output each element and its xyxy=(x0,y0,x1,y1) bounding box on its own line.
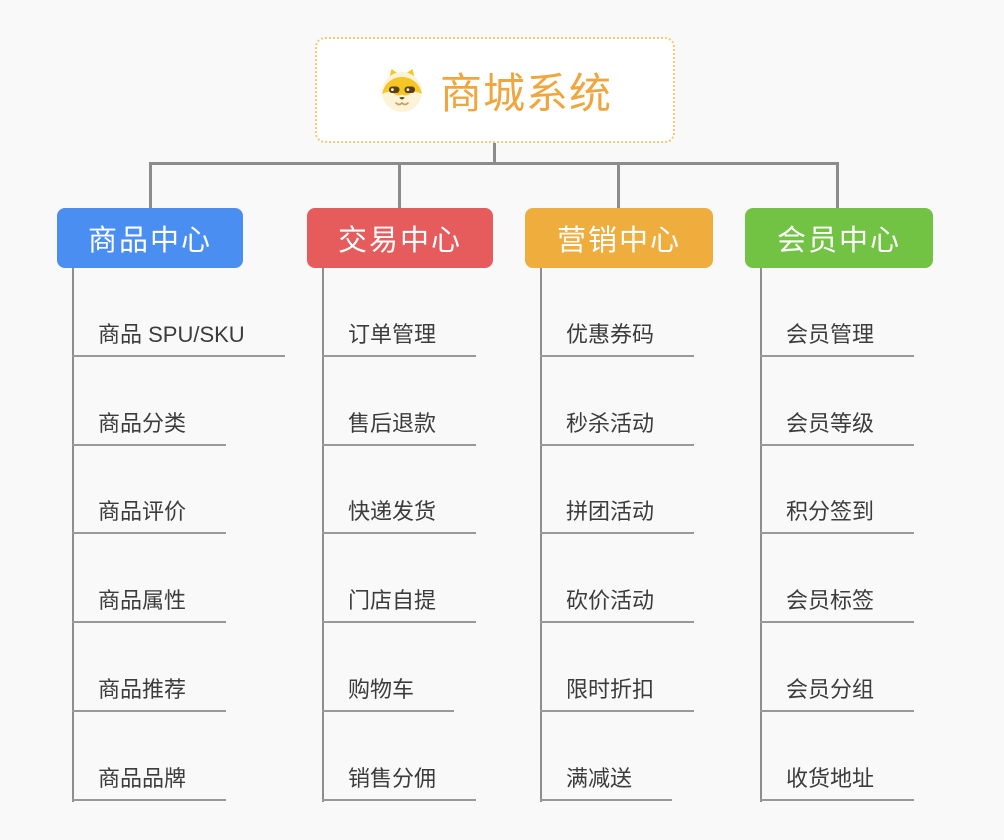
branch-box[interactable]: 商品中心 xyxy=(57,208,243,268)
mindmap-node[interactable]: 会员管理 xyxy=(760,268,915,357)
mindmap-node[interactable]: 商品评价 xyxy=(72,446,227,535)
branch-box[interactable]: 营销中心 xyxy=(525,208,713,268)
mindmap-node[interactable]: 快递发货 xyxy=(322,446,477,535)
mindmap-node[interactable]: 商品 SPU/SKU xyxy=(72,268,285,357)
branch-trunk xyxy=(322,268,324,802)
branch-trunk xyxy=(760,268,762,802)
mindmap-node[interactable]: 会员标签 xyxy=(760,534,915,624)
mindmap-node[interactable]: 销售分佣 xyxy=(322,712,477,801)
mindmap-node[interactable]: 门店自提 xyxy=(322,534,477,624)
mindmap-node[interactable]: 会员分组 xyxy=(760,623,915,712)
branch-drop xyxy=(398,162,401,209)
branch-drop xyxy=(617,162,620,209)
branch-label: 营销中心 xyxy=(556,225,681,257)
branch-label: 商品中心 xyxy=(87,225,212,257)
branch-box[interactable]: 会员中心 xyxy=(745,208,933,268)
branch-drop xyxy=(836,162,839,209)
mindmap-node[interactable]: 购物车 xyxy=(322,623,455,712)
branch-items: 会员管理会员等级积分签到会员标签会员分组收货地址 xyxy=(760,268,915,801)
mindmap-node[interactable]: 商品推荐 xyxy=(72,623,227,712)
mindmap-node[interactable]: 商品品牌 xyxy=(72,712,227,801)
mindmap-node[interactable]: 商品属性 xyxy=(72,534,227,624)
mindmap-node[interactable]: 积分签到 xyxy=(760,446,915,535)
mindmap-node[interactable]: 拼团活动 xyxy=(540,446,695,535)
mindmap-node[interactable]: 秒杀活动 xyxy=(540,357,695,446)
shiba-dog-icon xyxy=(378,66,426,114)
mindmap-node[interactable]: 订单管理 xyxy=(322,268,477,357)
mindmap-node[interactable]: 会员等级 xyxy=(760,357,915,446)
root-connector-stub xyxy=(493,142,496,163)
branch-box[interactable]: 交易中心 xyxy=(307,208,493,268)
branch-trunk xyxy=(72,268,74,802)
branch-drop xyxy=(149,162,152,209)
mindmap-node[interactable]: 砍价活动 xyxy=(540,534,695,624)
mindmap-node[interactable]: 满减送 xyxy=(540,712,673,801)
branch-rail xyxy=(149,162,839,165)
branch-label: 交易中心 xyxy=(337,225,462,257)
branch-trunk xyxy=(540,268,542,802)
root-node[interactable]: 商城系统 xyxy=(315,37,675,143)
branch-items: 订单管理售后退款快递发货门店自提购物车销售分佣 xyxy=(322,268,477,801)
mindmap-node[interactable]: 售后退款 xyxy=(322,357,477,446)
branch-items: 优惠券码秒杀活动拼团活动砍价活动限时折扣满减送 xyxy=(540,268,695,801)
root-title: 商城系统 xyxy=(439,69,612,117)
mindmap-node[interactable]: 优惠券码 xyxy=(540,268,695,357)
mindmap-node[interactable]: 收货地址 xyxy=(760,712,915,801)
branch-label: 会员中心 xyxy=(776,225,901,257)
mindmap-node[interactable]: 限时折扣 xyxy=(540,623,695,712)
mindmap-node[interactable]: 商品分类 xyxy=(72,357,227,446)
